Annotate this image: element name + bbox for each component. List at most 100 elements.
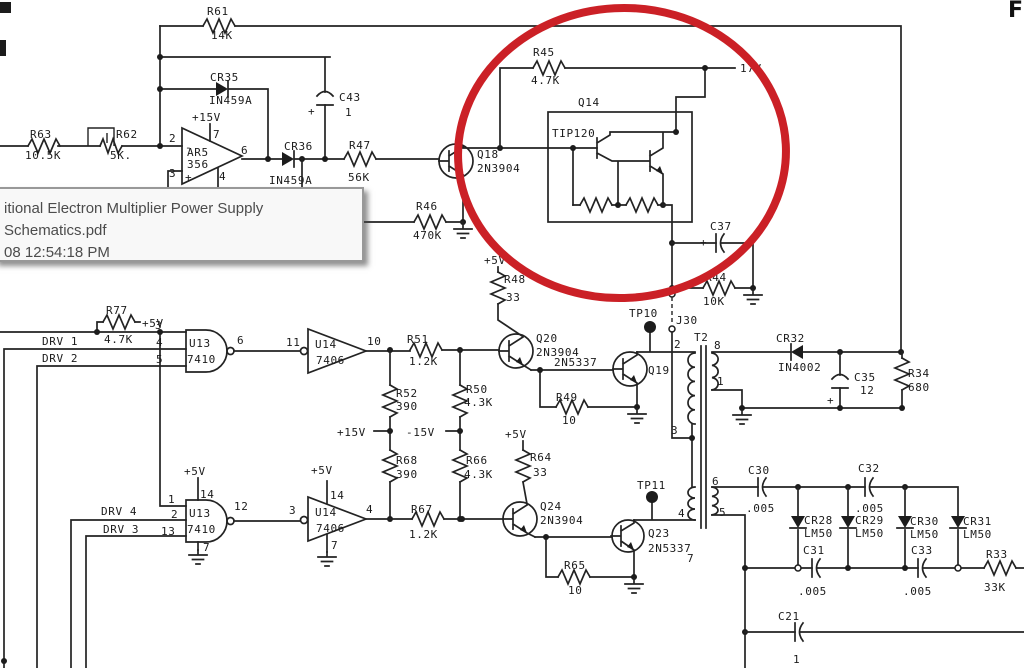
r47-ref: R47 — [349, 139, 371, 152]
r47-val: 56K — [348, 171, 370, 184]
q14-part: TIP120 — [552, 127, 595, 140]
u14b-part: 7406 — [316, 522, 345, 535]
cr29-val: LM50 — [855, 527, 884, 540]
red-circle-annotation — [454, 3, 790, 303]
ar5-pin2: 2 — [169, 132, 176, 145]
q14-internal-darlington — [547, 129, 679, 289]
u13a-ref: U13 — [189, 337, 211, 350]
u13b-p5v: +5V — [184, 465, 206, 478]
r63-ref: R63 — [30, 128, 52, 141]
j30-label: J30 — [676, 314, 698, 327]
u13b-pin7: 7 — [203, 541, 210, 554]
u13a-part: 7410 — [187, 353, 216, 366]
u13b-pin12: 12 — [234, 500, 248, 513]
c35-polarity: + — [827, 394, 834, 407]
u13a-pin3: 3 — [155, 319, 162, 332]
q18-val: 2N3904 — [477, 162, 520, 175]
cr28-val: LM50 — [804, 527, 833, 540]
u14b-pin4: 4 — [366, 503, 373, 516]
c43-ref: C43 — [339, 91, 361, 104]
c31-ref: C31 — [803, 544, 825, 557]
file-tooltip: itional Electron Multiplier Power Supply… — [0, 187, 364, 262]
drv1-label: DRV 1 — [42, 335, 78, 348]
r64-p5v: +5V — [505, 428, 527, 441]
r64-ref: R64 — [530, 451, 552, 464]
scan-artifacts — [0, 2, 11, 56]
r34-ref: R34 — [908, 367, 930, 380]
t2-pin7: 7 — [687, 552, 694, 565]
q20-transistor — [498, 333, 534, 372]
u13a-pin6: 6 — [237, 334, 244, 347]
c21-ref: C21 — [778, 610, 800, 623]
r49-ref: R49 — [556, 391, 578, 404]
r64-val: 33 — [533, 466, 547, 479]
q23-transistor — [610, 519, 645, 580]
ar5-p15v: +15V — [192, 111, 221, 124]
voltage-multiplier-section: C30 .005 C32 .005 CR28 LM50 CR29 LM50 CR… — [711, 462, 1024, 668]
cr30-ref: CR30 — [910, 515, 939, 528]
push-pull-section: R51 1.2K R52 390 +15V R68 390 R50 4.3K -… — [337, 254, 696, 597]
t2-pin2: 2 — [674, 338, 681, 351]
cr36-val: IN459A — [269, 174, 312, 187]
ar5-pin6: 6 — [241, 144, 248, 157]
c37-ref: C37 — [710, 220, 732, 233]
cr28-ref: CR28 — [804, 514, 833, 527]
ar5-ref: AR5 — [187, 146, 209, 159]
r77-p5v: +5V — [142, 317, 164, 330]
u13b-pin14: 14 — [200, 488, 214, 501]
c33-val: .005 — [903, 585, 932, 598]
r33-val: 33K — [984, 581, 1006, 594]
cr35-val: IN459A — [209, 94, 252, 107]
t2-pin5: 5 — [719, 506, 726, 519]
ar5-minus: - — [185, 141, 192, 154]
ar5-pin3: 3 — [169, 167, 176, 180]
r46-val: 470K — [413, 229, 442, 242]
c33-ref: C33 — [911, 544, 933, 557]
ar5-pin7: 7 — [213, 128, 220, 141]
c30-ref: C30 — [748, 464, 770, 477]
r62-val: 5K. — [110, 149, 132, 162]
r65-ref: R65 — [564, 559, 586, 572]
drv4-label: DRV 4 — [101, 505, 137, 518]
error-amp-section: R61 14K C43 1 + CR35 IN459A R63 10.5K R6… — [0, 5, 902, 353]
r65-val: 10 — [568, 584, 582, 597]
r68-ref: R68 — [396, 454, 418, 467]
cr31-val: LM50 — [963, 528, 992, 541]
c31-val: .005 — [798, 585, 827, 598]
q24-val: 2N3904 — [540, 514, 583, 527]
drive-logic-section: R77 4.7K +5V DRV 1 DRV 2 DRV 4 DRV 3 3 4… — [0, 304, 381, 668]
ar5-part: 356 — [187, 158, 209, 171]
ar5-pin4: 4 — [219, 170, 226, 183]
cr36-ref: CR36 — [284, 140, 313, 153]
r67-ref: R67 — [411, 503, 433, 516]
r48-ref: R48 — [504, 273, 526, 286]
c43-polarity: + — [308, 105, 315, 118]
cr35-ref: CR35 — [210, 71, 239, 84]
drv3-label: DRV 3 — [103, 523, 139, 536]
r50-val: 4.3K — [464, 396, 493, 409]
q20-ref: Q20 — [536, 332, 558, 345]
u13b-pin13: 13 — [161, 525, 175, 538]
u13a-pin4: 4 — [156, 336, 163, 349]
partial-letter-fragment: F — [1008, 0, 1023, 23]
t2-pin6: 6 — [712, 475, 719, 488]
r50-ref: R50 — [466, 383, 488, 396]
tp10-label: TP10 — [629, 307, 658, 320]
c21-val: 1 — [793, 653, 800, 666]
tp11-label: TP11 — [637, 479, 666, 492]
c43-val: 1 — [345, 106, 352, 119]
cr32-ref: CR32 — [776, 332, 805, 345]
u14b-pin7: 7 — [331, 539, 338, 552]
r77-ref: R77 — [106, 304, 128, 317]
c35-val: 12 — [860, 384, 874, 397]
u14a-part: 7406 — [316, 354, 345, 367]
r34-val: 680 — [908, 381, 930, 394]
r52-val: 390 — [396, 400, 418, 413]
q23-ref: Q23 — [648, 527, 670, 540]
t2-pin1: 1 — [717, 375, 724, 388]
cr31-ref: CR31 — [963, 515, 992, 528]
file-tooltip-filename: itional Electron Multiplier Power Supply… — [4, 200, 264, 239]
ar5-plus: + — [185, 171, 192, 184]
u14b-pin3: 3 — [289, 504, 296, 517]
